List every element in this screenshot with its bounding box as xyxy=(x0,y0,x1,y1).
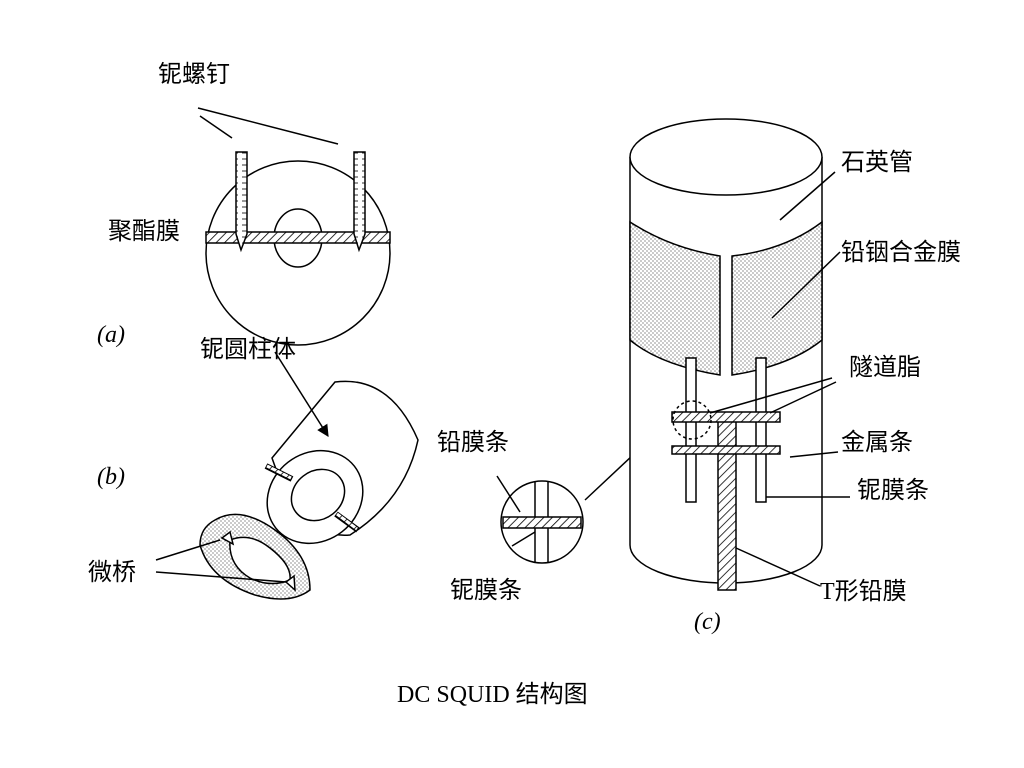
panel-a-tag: (a) xyxy=(97,322,125,348)
leader-bridge-lower xyxy=(155,571,287,583)
label-metal-strip: 金属条 xyxy=(841,428,913,456)
panel-b-tag: (b) xyxy=(97,464,125,490)
leader-inset-pb xyxy=(496,475,521,513)
label-microbridge: 微桥 xyxy=(88,558,136,586)
quartz-tube-top xyxy=(629,118,823,196)
cylinder-bore xyxy=(290,468,346,522)
label-polyester-film: 聚酯膜 xyxy=(108,217,180,245)
t-film-bar xyxy=(671,411,781,423)
label-inset-pb-strip: 铅膜条 xyxy=(437,428,509,456)
alloy-film-left xyxy=(629,220,721,376)
panel-a-drawing xyxy=(197,107,391,346)
metal-strip xyxy=(671,445,781,455)
label-nb-strip: 铌膜条 xyxy=(857,476,929,504)
microbridge-notch-left xyxy=(220,530,235,546)
leader-grease-2 xyxy=(769,381,837,414)
leader-grease-1 xyxy=(709,377,833,414)
panel-c-drawing xyxy=(629,118,850,591)
figure-caption: DC SQUID 结构图 xyxy=(397,682,588,708)
leader-bridge-upper xyxy=(155,539,221,561)
leader-screw-left xyxy=(199,115,233,139)
label-nb-screws: 铌螺钉 xyxy=(158,60,230,88)
panel-c-tag: (c) xyxy=(694,609,721,635)
nb-strip-right xyxy=(755,357,767,503)
cylinder-slot-lower-fill xyxy=(336,512,358,531)
label-t-lead-film: T形铅膜 xyxy=(820,579,907,605)
label-inset-nb-strip: 铌膜条 xyxy=(450,576,522,604)
leader-screw-right xyxy=(197,107,339,145)
polyester-film-strip xyxy=(205,231,391,244)
cylinder-slot-upper-fill xyxy=(266,464,292,480)
leader-t-film xyxy=(735,547,821,587)
label-alloy-film: 铅铟合金膜 xyxy=(841,238,961,266)
leader-alloy xyxy=(771,251,841,319)
leader-metal-strip xyxy=(789,451,839,458)
nb-screw-left xyxy=(235,151,248,253)
nb-strip-left xyxy=(685,357,697,503)
microbridge-notch-right xyxy=(284,574,296,592)
nb-screw-right xyxy=(353,151,366,253)
inset-drawing xyxy=(496,424,666,564)
panel-b-drawing xyxy=(155,351,419,600)
arrow-cylinder xyxy=(274,351,329,438)
inset-pb-strip xyxy=(502,516,582,529)
leader-quartz xyxy=(779,171,836,221)
label-quartz-tube: 石英管 xyxy=(841,148,913,176)
label-nb-cylinder: 铌圆柱体 xyxy=(200,335,296,363)
leader-inset-nb xyxy=(511,531,536,547)
detail-circle xyxy=(672,400,712,440)
label-tunnel-grease: 隧道脂 xyxy=(849,353,921,381)
